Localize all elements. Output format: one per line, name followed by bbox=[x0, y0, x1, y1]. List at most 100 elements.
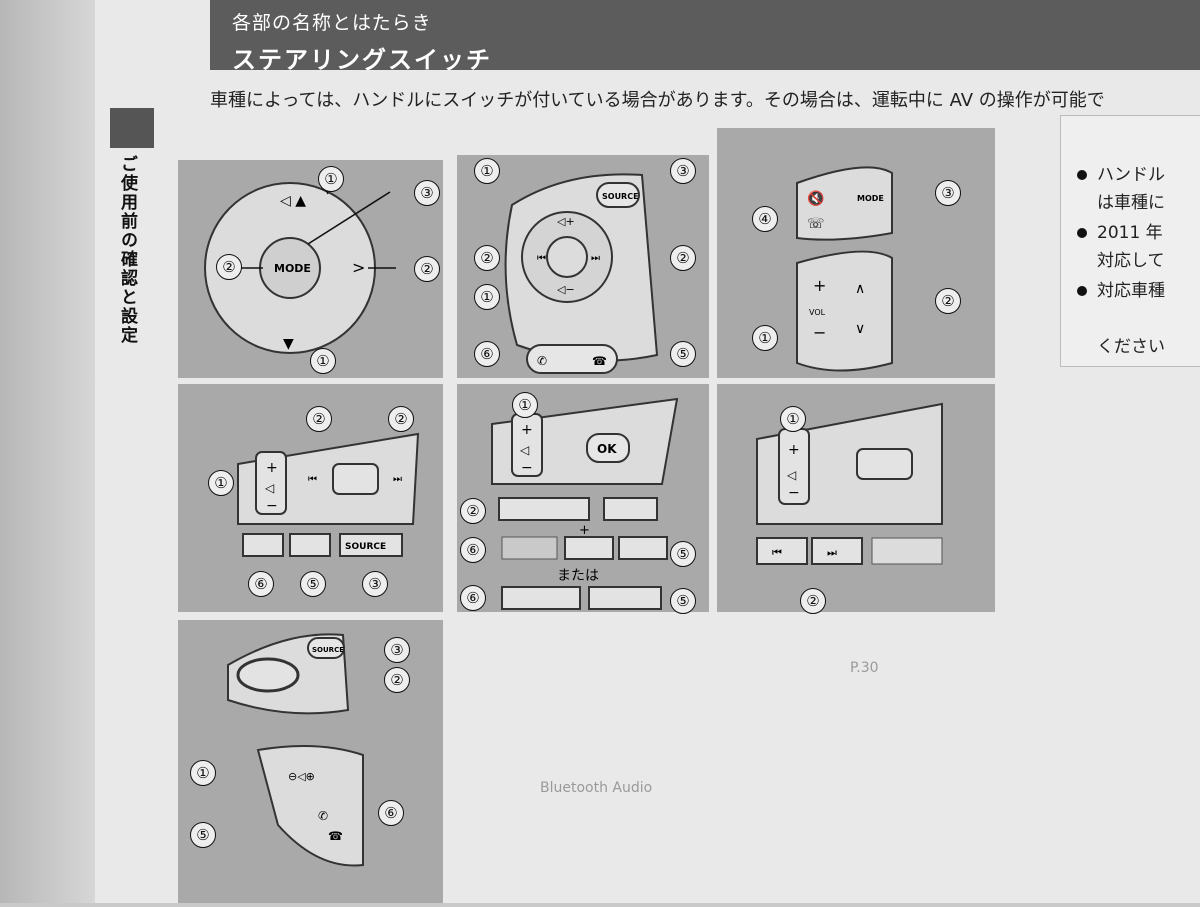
or-label: または bbox=[557, 568, 599, 584]
svg-text:✆: ✆ bbox=[318, 809, 328, 823]
callout-1: ① bbox=[474, 284, 500, 310]
callout-6: ⑥ bbox=[474, 341, 500, 367]
callout-5: ⑤ bbox=[300, 571, 326, 597]
callout-5: ⑤ bbox=[670, 588, 696, 614]
svg-text:+: + bbox=[788, 442, 800, 458]
svg-text:+: + bbox=[521, 422, 533, 438]
callout-5: ⑤ bbox=[190, 822, 216, 848]
svg-text:◁+: ◁+ bbox=[557, 215, 575, 228]
svg-text:⏭: ⏭ bbox=[393, 474, 402, 485]
source-label: SOURCE bbox=[312, 646, 344, 654]
svg-text:☎: ☎ bbox=[592, 354, 607, 368]
svg-text:◁: ◁ bbox=[264, 481, 274, 495]
svg-text:∨: ∨ bbox=[855, 321, 865, 337]
callout-4: ④ bbox=[752, 206, 778, 232]
svg-text:⏭: ⏭ bbox=[591, 253, 600, 264]
diagram-panel-7: SOURCE ⊖◁⊕ ✆ ☎ bbox=[178, 620, 443, 903]
side-section-label: ご使用前の確認と設定 bbox=[117, 155, 137, 345]
svg-text:+: + bbox=[266, 460, 278, 476]
plus-label: + bbox=[579, 523, 590, 538]
ok-pad-diagram: + ◁ − OK + または bbox=[491, 397, 679, 610]
note-line: 対応して bbox=[1097, 251, 1165, 271]
svg-text:🔇: 🔇 bbox=[807, 190, 824, 207]
callout-2: ② bbox=[306, 406, 332, 432]
diagram-panel-6: + ◁ − ⏮ ⏭ bbox=[717, 384, 995, 612]
svg-text:⏭: ⏭ bbox=[827, 546, 837, 559]
mode-label: MODE bbox=[274, 262, 311, 275]
callout-1: ① bbox=[318, 166, 344, 192]
wide-pad-diagram: + ◁ − ⏮ ⏭ bbox=[756, 402, 943, 565]
callout-1: ① bbox=[752, 325, 778, 351]
callout-6: ⑥ bbox=[460, 585, 486, 611]
svg-text:⏮: ⏮ bbox=[308, 474, 317, 485]
callout-2: ② bbox=[474, 245, 500, 271]
intro-text: 車種によっては、ハンドルにスイッチが付いている場合があります。その場合は、運転中… bbox=[210, 90, 1105, 111]
callout-1: ① bbox=[474, 158, 500, 184]
source-label: SOURCE bbox=[602, 192, 639, 201]
svg-text:⏮: ⏮ bbox=[772, 546, 782, 559]
callout-1: ① bbox=[190, 760, 216, 786]
svg-text:−: − bbox=[788, 485, 800, 501]
page-title: ステアリングスイッチ bbox=[232, 46, 492, 74]
bar-pad-diagram: + ◁ − ⏮ ⏭ SOURCE bbox=[237, 432, 420, 557]
svg-text:☏: ☏ bbox=[807, 216, 825, 232]
callout-3: ③ bbox=[935, 180, 961, 206]
callout-3: ③ bbox=[362, 571, 388, 597]
split-pad-diagram: MODE 🔇 ☏ + VOL − ∧ ∨ bbox=[796, 166, 893, 372]
page-gutter bbox=[0, 0, 100, 903]
note-box bbox=[1060, 115, 1200, 367]
svg-text:∧: ∧ bbox=[855, 281, 865, 297]
callout-1: ① bbox=[310, 348, 336, 374]
callout-3: ③ bbox=[414, 180, 440, 206]
svg-text:−: − bbox=[521, 460, 533, 476]
bleed-through-text: P.30 bbox=[850, 660, 879, 676]
svg-text:◁: ◁ bbox=[786, 468, 796, 482]
callout-5: ⑤ bbox=[670, 541, 696, 567]
svg-text:−: − bbox=[266, 498, 278, 514]
callout-2: ② bbox=[414, 256, 440, 282]
bullet-icon bbox=[1077, 228, 1087, 238]
callout-3: ③ bbox=[384, 637, 410, 663]
callout-5: ⑤ bbox=[670, 341, 696, 367]
callout-2: ② bbox=[216, 254, 242, 280]
callout-2: ② bbox=[800, 588, 826, 614]
note-line: は車種に bbox=[1097, 193, 1165, 213]
svg-text:−: − bbox=[813, 323, 826, 342]
svg-text:+: + bbox=[813, 276, 826, 295]
callout-1: ① bbox=[512, 392, 538, 418]
source-label: SOURCE bbox=[345, 542, 386, 552]
callout-2: ② bbox=[935, 288, 961, 314]
callout-1: ① bbox=[780, 406, 806, 432]
svg-text:▼: ▼ bbox=[283, 336, 294, 352]
callout-2: ② bbox=[388, 406, 414, 432]
ok-label: OK bbox=[597, 442, 617, 456]
diagram-panel-3: MODE 🔇 ☏ + VOL − ∧ ∨ bbox=[717, 128, 995, 378]
svg-text:✆: ✆ bbox=[537, 354, 547, 368]
shield-pad-diagram: SOURCE ✆ ☎ ◁+ ◁− ⏮ ⏭ bbox=[504, 173, 659, 374]
stacked-pad-diagram: SOURCE ⊖◁⊕ ✆ ☎ bbox=[227, 633, 364, 867]
callout-2: ② bbox=[384, 667, 410, 693]
note-line: ください bbox=[1097, 337, 1165, 357]
svg-text:☎: ☎ bbox=[328, 829, 343, 843]
svg-text:◁−: ◁− bbox=[557, 283, 575, 296]
svg-text:◁: ◁ bbox=[519, 443, 529, 457]
svg-text:◁ ▲: ◁ ▲ bbox=[280, 193, 306, 209]
callout-1: ① bbox=[208, 470, 234, 496]
mode-label: MODE bbox=[857, 194, 884, 203]
bullet-icon bbox=[1077, 170, 1087, 180]
header-band bbox=[210, 0, 1200, 70]
note-line: ハンドル bbox=[1097, 165, 1165, 185]
callout-6: ⑥ bbox=[248, 571, 274, 597]
svg-text:⊖◁⊕: ⊖◁⊕ bbox=[288, 770, 315, 783]
callout-2: ② bbox=[670, 245, 696, 271]
bullet-icon bbox=[1077, 286, 1087, 296]
note-line: 2011 年 bbox=[1097, 223, 1163, 243]
callout-6: ⑥ bbox=[378, 800, 404, 826]
bleed-through-text: Bluetooth Audio bbox=[540, 780, 653, 796]
diagram-panel-2: SOURCE ✆ ☎ ◁+ ◁− ⏮ ⏭ bbox=[457, 155, 709, 378]
svg-text:⏮: ⏮ bbox=[537, 253, 546, 264]
callout-6: ⑥ bbox=[460, 537, 486, 563]
side-tab-marker bbox=[110, 108, 154, 148]
diagram-panel-5: + ◁ − OK + または bbox=[457, 384, 709, 612]
svg-text:>: > bbox=[352, 258, 365, 277]
